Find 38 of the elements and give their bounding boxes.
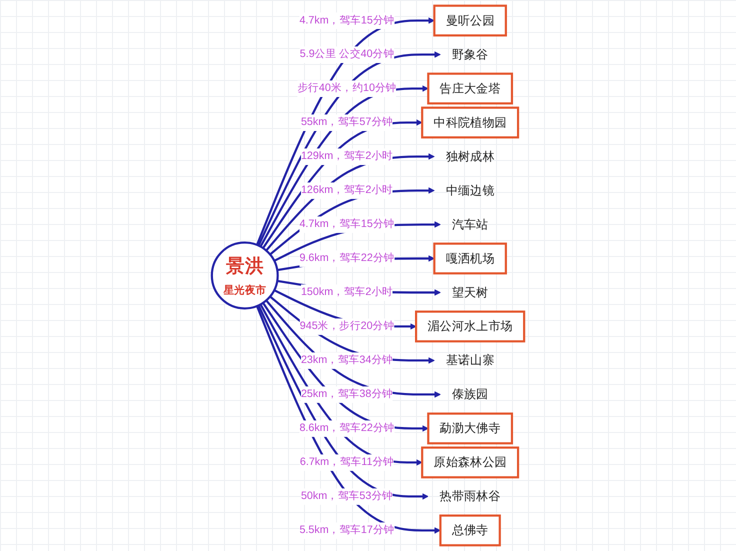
arrow	[265, 300, 441, 398]
edge-label: 5.9公里 公交40分钟	[300, 48, 394, 60]
edge-label: 步行40米，约10分钟	[297, 82, 396, 94]
edge-label: 5.5km，驾车17分钟	[299, 524, 394, 536]
node-text: 汽车站	[452, 218, 488, 232]
edge-label: 9.6km，驾车22分钟	[299, 252, 394, 264]
node-box: 嘎洒机场	[433, 242, 507, 274]
node-box: 曼听公园	[433, 4, 507, 36]
node-box: 总佛寺	[439, 514, 501, 546]
edge-label: 50km，驾车53分钟	[300, 490, 393, 502]
edge-label: 129km，驾车2小时	[300, 150, 393, 162]
arrow	[269, 187, 435, 256]
arrow	[265, 153, 435, 252]
node-box: 中科院植物园	[421, 106, 520, 138]
node-text: 傣族园	[452, 387, 488, 402]
node-text: 中缅边镜	[446, 184, 494, 198]
edge-label: 945米，步行20分钟	[300, 320, 394, 332]
node-circle: 景洪 星光夜市	[210, 242, 279, 310]
node-box: 勐泐大佛寺	[427, 412, 514, 444]
node-box: 原始森林公园	[421, 446, 520, 478]
node-text: 独树成林	[446, 150, 494, 164]
edge-label: 126km，驾车2小时	[300, 184, 393, 196]
node-box: 湄公河水上市场	[415, 310, 526, 342]
node-text: 基诺山寨	[446, 354, 494, 368]
edge-label: 23km，驾车34分钟	[300, 354, 393, 366]
node-text: 望天树	[452, 286, 488, 300]
node-text: 热带雨林谷	[440, 489, 501, 504]
edge-label: 6.7km，驾车11分钟	[300, 456, 394, 468]
node-box: 告庄大金塔	[427, 72, 514, 104]
node-text: 野象谷	[452, 48, 488, 62]
edge-label: 4.7km，驾车15分钟	[299, 218, 394, 230]
edge-label: 8.6km，驾车22分钟	[299, 422, 394, 434]
edge-label: 55km，驾车57分钟	[300, 116, 393, 128]
edge-label: 4.7km，驾车15分钟	[299, 14, 394, 26]
arrow	[262, 119, 422, 249]
edge-label: 25km，驾车38分钟	[300, 388, 393, 400]
arrow	[269, 296, 435, 364]
edge-label: 150km，驾车2小时	[300, 286, 393, 298]
